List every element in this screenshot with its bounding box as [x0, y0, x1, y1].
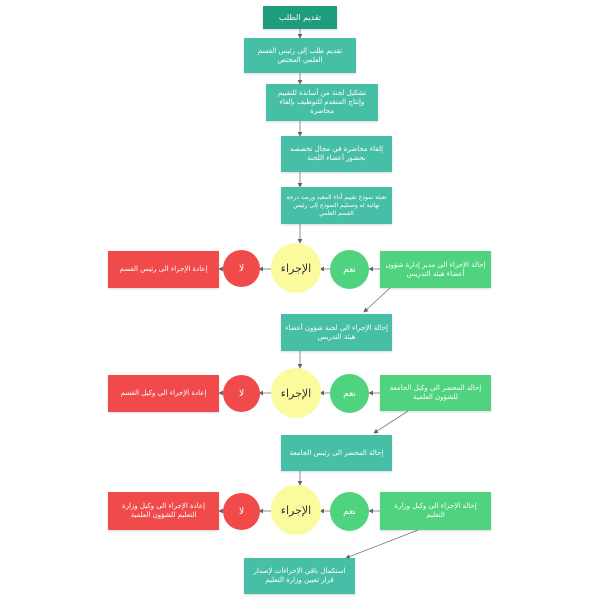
- row3-no-action: إعادة الإجراء الى وكيل وزارة التعليم للش…: [108, 492, 219, 530]
- row2-no-circle: لا: [223, 375, 260, 412]
- row2-no-action: إعادة الإجراء الى وكيل القسم: [108, 375, 219, 412]
- row2-decision-circle: الإجراء: [271, 368, 321, 418]
- row3-decision-circle: الإجراء: [271, 485, 321, 535]
- step-fill-evaluation-form: تعبئة نموذج تقييم أداء المعيد ورصد درجة …: [281, 187, 392, 224]
- step-submit-request: تقديم الطلب: [263, 6, 337, 29]
- row1-yes-action: إحالة الإجراء الى مدير إدارة شؤون أعضاء …: [380, 251, 491, 288]
- row3-yes-action: إحالة الإجراء الى وكيل وزارة التعليم: [380, 492, 491, 530]
- step-form-committee: تشكيل لجنة من أساتذة للتقييم وإنتاج المت…: [266, 84, 378, 121]
- step-give-lecture: إلقاء محاضرة في مجال تخصصه بحضور أعضاء ا…: [281, 136, 392, 172]
- row2-next-step: إحالة المحضر الى رئيس الجامعة: [281, 435, 392, 471]
- step-request-to-department-head: تقديم طلب إلى رئيس القسم العلمي المختص: [244, 38, 356, 73]
- row1-next-step: إحالة الإجراء الى لجنة شؤون أعضاء هيئة ا…: [281, 314, 392, 351]
- row1-decision-circle: الإجراء: [271, 243, 321, 293]
- row1-no-action: إعادة الإجراء الى رئيس القسم: [108, 251, 219, 288]
- row3-no-circle: لا: [223, 493, 260, 530]
- row2-yes-circle: نعم: [330, 374, 369, 413]
- row3-yes-circle: نعم: [330, 492, 369, 531]
- row2-yes-action: إحالة المحضر الى وكيل الجامعة للشؤون الع…: [380, 375, 491, 411]
- row1-yes-circle: نعم: [330, 250, 369, 289]
- row1-no-circle: لا: [223, 250, 260, 287]
- final-step: استكمال باقي الإجراءات لإصدار قرار تعيين…: [244, 558, 355, 594]
